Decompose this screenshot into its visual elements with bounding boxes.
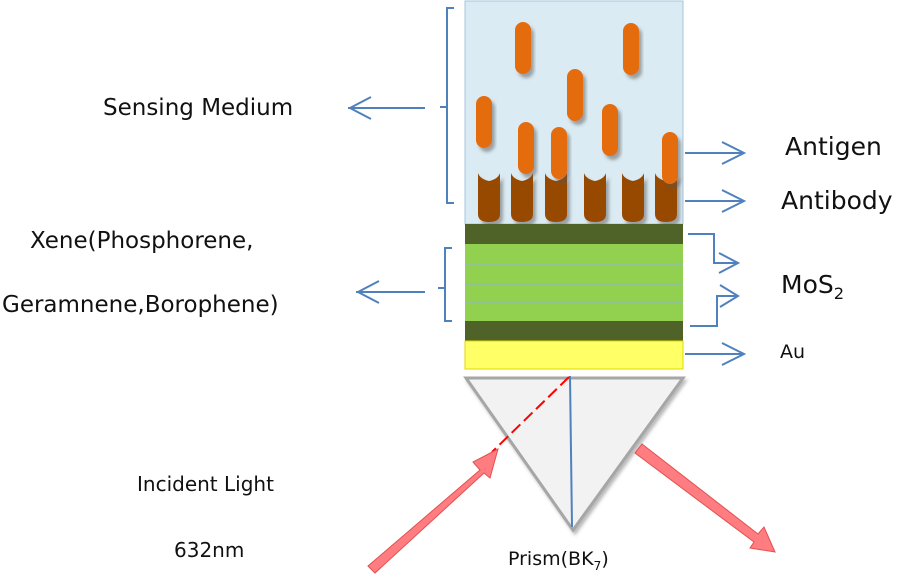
incident-ray-dashed: [491, 376, 570, 453]
antigen-pointer-arrow: [685, 141, 747, 165]
antibody: [622, 173, 644, 222]
sensing-medium-pointer-arrow: [347, 96, 425, 120]
antigen: [567, 69, 583, 121]
antigen: [518, 122, 534, 174]
au-pointer-arrow: [685, 342, 747, 366]
antibody-pointer-arrow: [685, 189, 747, 213]
antigen: [515, 22, 531, 74]
prism-label: Prism(BK7): [508, 548, 609, 573]
mos2-layer-bottom: [465, 321, 683, 341]
gold-layer: [464, 340, 684, 370]
incident-light-label: Incident Light: [137, 472, 274, 496]
antigen: [662, 132, 678, 184]
prism-label-subscript: 7: [593, 558, 602, 573]
antigen: [602, 104, 618, 156]
antibody: [478, 173, 500, 222]
mos2-label-base: MoS: [781, 270, 834, 299]
mos2-label-subscript: 2: [833, 284, 845, 303]
antigen-group: [476, 22, 678, 184]
antibody: [545, 173, 567, 222]
antibody-group: [478, 173, 677, 222]
antigen: [623, 23, 639, 75]
xene-layer: [465, 244, 683, 321]
sensing-medium-label: Sensing Medium: [103, 95, 294, 121]
xene-label-line1: Xene(Phosphorene,: [30, 228, 254, 254]
prism-normal-line: [569, 375, 573, 528]
mos2-layer-top: [465, 224, 683, 244]
prism-label-base: Prism(BK: [508, 548, 594, 570]
xene-label-line2: Geramnene,Borophene): [2, 292, 279, 318]
antigen-label: Antigen: [785, 132, 882, 161]
antibody-label: Antibody: [781, 186, 893, 215]
xene-bracket: [438, 247, 452, 322]
incident-light-arrow: [367, 448, 499, 574]
reflected-light-arrow: [634, 443, 776, 553]
mos2-label: MoS2: [781, 270, 844, 303]
prism-label-close: ): [601, 548, 609, 570]
antibody: [655, 173, 677, 222]
au-label: Au: [780, 341, 806, 363]
antibody: [584, 173, 606, 222]
antigen: [551, 127, 567, 179]
xene-pointer-arrow: [355, 280, 425, 304]
wavelength-label: 632nm: [174, 538, 245, 562]
mos2-pointer-bracket: [688, 233, 741, 327]
antibody: [511, 173, 533, 222]
prism: [463, 376, 686, 533]
antigen: [476, 96, 492, 148]
sensing-medium-bracket: [440, 7, 454, 204]
